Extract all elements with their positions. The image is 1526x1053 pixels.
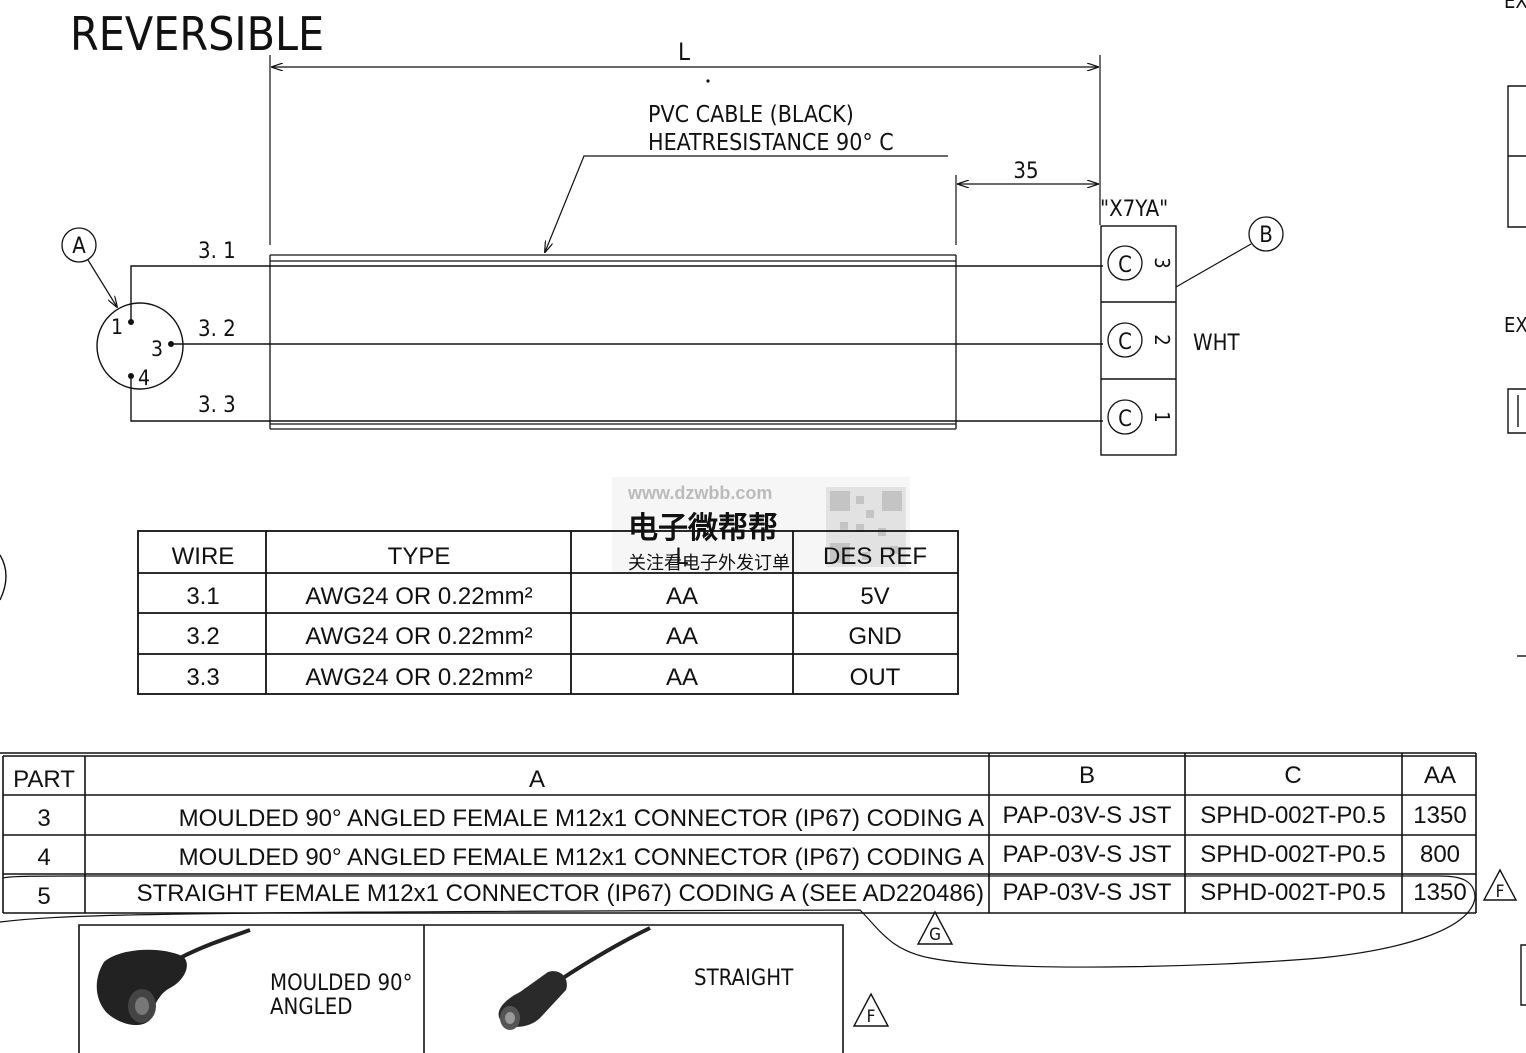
connector-a-face: [96, 302, 184, 390]
parts-table-header-aa: AA: [1424, 762, 1456, 789]
edge-label-ex-mid: EX: [1504, 313, 1526, 337]
pin-4-label: 4: [138, 366, 150, 390]
wire-table-cell: 3.1: [186, 583, 219, 610]
edge-label-ex-top: EX: [1504, 0, 1526, 13]
qr-code-icon: [826, 487, 906, 567]
wire-label-3-3: 3. 3: [198, 393, 236, 418]
wire-3-3: [130, 376, 1103, 422]
wire-3-1: [130, 265, 1103, 322]
straight-photo-label: STRAIGHT: [694, 966, 794, 991]
parts-table-cell: PAP-03V-S JST: [1003, 879, 1172, 906]
wire-table-header-type: TYPE: [388, 543, 451, 570]
parts-table-cell: MOULDED 90° ANGLED FEMALE M12x1 CONNECTO…: [179, 805, 984, 832]
revision-label-f-photos: F: [867, 1007, 876, 1027]
housing-color-note: WHT: [1193, 331, 1240, 356]
contact-3-symbol: C: [1118, 253, 1132, 278]
angled-connector-photo: [96, 928, 251, 1026]
length-label: L: [678, 38, 690, 66]
wire-table-cell: 5V: [860, 583, 889, 610]
pin-3-label: 3: [151, 337, 163, 361]
end-length-dimension: [955, 175, 1098, 245]
watermark-slogan: 关注看电子外发订单: [628, 553, 790, 573]
wire-table-cell: 3.3: [186, 664, 219, 691]
callout-b-bubble: [1248, 216, 1284, 252]
wire-table-cell: OUT: [850, 664, 901, 691]
parts-table-header-b: B: [1079, 762, 1095, 789]
contact-2-symbol: C: [1118, 330, 1132, 355]
connector-b-housing-label: "X7YA": [1100, 197, 1168, 222]
parts-table-cell: 4: [37, 844, 50, 871]
parts-table-cell: SPHD-002T-P0.5: [1200, 802, 1385, 829]
parts-table-cell: 3: [37, 805, 50, 832]
watermark-url: www.dzwbb.com: [627, 483, 772, 503]
length-dimension: [269, 55, 1101, 245]
angled-photo-label-line1: MOULDED 90°: [270, 971, 413, 996]
parts-table-cell: 1350: [1413, 802, 1466, 829]
callout-a-bubble: [61, 227, 97, 263]
cable-note-line1: PVC CABLE (BLACK): [648, 102, 854, 128]
wire-table-cell: AA: [666, 623, 698, 650]
wire-table-cell: AA: [666, 583, 698, 610]
parts-table-cell: SPHD-002T-P0.5: [1200, 841, 1385, 868]
position-3-label: 3: [1150, 257, 1174, 268]
cable-note-line2: HEATRESISTANCE 90° C: [648, 130, 894, 156]
connector-photo-panel: [78, 924, 844, 1053]
wire-table-header-des-ref: DES REF: [823, 543, 927, 570]
callout-b-label: B: [1259, 223, 1273, 248]
callout-a-leader: [87, 259, 117, 307]
wire-table: WIRE TYPE L DES REF 3.1 AWG24 OR 0.22mm²…: [137, 530, 959, 695]
wires: [130, 265, 1103, 422]
parts-table-cell: 5: [37, 883, 50, 910]
cable-note-leader: [545, 155, 948, 252]
connector-b-contacts: [1107, 245, 1143, 435]
angled-photo-label-line2: ANGLED: [270, 995, 352, 1020]
callout-a-label: A: [72, 234, 86, 259]
cable-jacket: [269, 254, 957, 430]
revision-triangle-f-parts: [1482, 868, 1518, 901]
straight-connector-photo: [498, 926, 651, 1030]
parts-table-cell: 800: [1420, 841, 1460, 868]
revision-triangle-g: [916, 910, 954, 945]
contact-1-symbol: C: [1118, 407, 1132, 432]
center-dot: [706, 79, 710, 83]
watermark: www.dzwbb.com 电子微帮帮 关注看电子外发订单: [612, 477, 910, 573]
revision-cloud: [0, 875, 1476, 968]
parts-table-header-part: PART: [13, 766, 75, 793]
parts-table-cell: SPHD-002T-P0.5: [1200, 879, 1385, 906]
drawing-title: REVERSIBLE: [70, 7, 324, 61]
revision-label-g: G: [929, 925, 941, 945]
wire-label-3-2: 3. 2: [198, 317, 236, 342]
parts-table-cell: MOULDED 90° ANGLED FEMALE M12x1 CONNECTO…: [179, 844, 984, 871]
pin-1-label: 1: [111, 315, 123, 339]
parts-table-cell: PAP-03V-S JST: [1003, 841, 1172, 868]
end-length-label: 35: [1013, 159, 1038, 184]
wire-table-cell: AWG24 OR 0.22mm²: [305, 583, 532, 610]
parts-table: PART A B C AA 3 MOULDED 90° ANGLED FEMAL…: [0, 752, 1477, 914]
wire-table-cell: GND: [848, 623, 901, 650]
wire-table-cell: AA: [666, 664, 698, 691]
position-1-label: 1: [1150, 411, 1174, 422]
revision-label-f-parts: F: [1496, 882, 1505, 902]
wire-table-header-wire: WIRE: [172, 543, 235, 570]
wire-table-cell: 3.2: [186, 623, 219, 650]
edge-frames: [0, 85, 1526, 1006]
wire-table-header-l: L: [675, 543, 688, 570]
wire-table-cell: AWG24 OR 0.22mm²: [305, 623, 532, 650]
position-2-label: 2: [1150, 334, 1174, 345]
wire-table-cell: AWG24 OR 0.22mm²: [305, 664, 532, 691]
revision-triangle-f-photos: [852, 992, 890, 1027]
wire-label-3-1: 3. 1: [198, 239, 236, 264]
parts-table-header-c: C: [1284, 762, 1301, 789]
parts-table-cell: 1350: [1413, 879, 1466, 906]
parts-table-cell: STRAIGHT FEMALE M12x1 CONNECTOR (IP67) C…: [137, 880, 984, 907]
connector-b-housing: [1100, 225, 1177, 456]
callout-b-leader: [1175, 243, 1252, 288]
parts-table-header-a: A: [529, 766, 545, 793]
parts-table-cell: PAP-03V-S JST: [1003, 802, 1172, 829]
watermark-name: 电子微帮帮: [628, 512, 778, 545]
